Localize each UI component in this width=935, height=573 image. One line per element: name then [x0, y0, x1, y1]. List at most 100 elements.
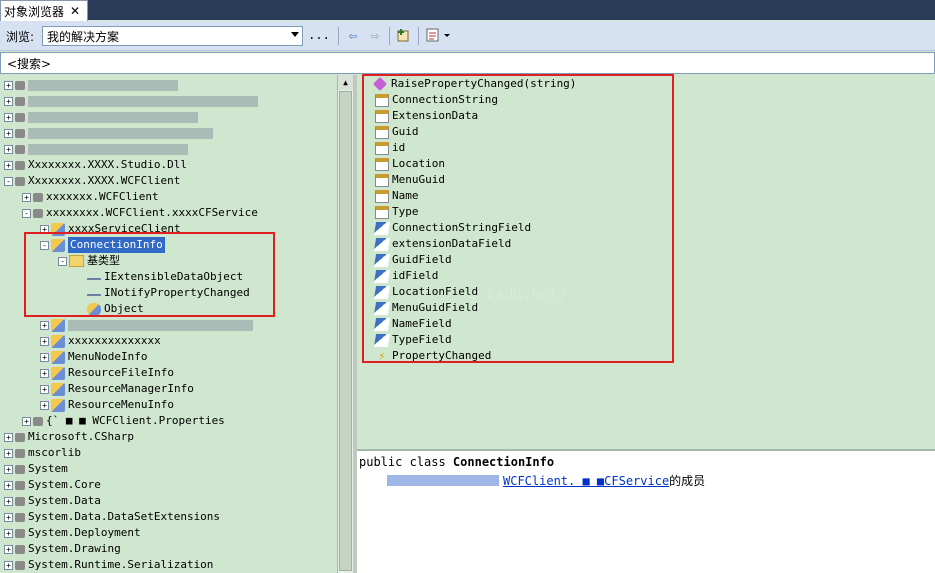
objects-scrollbar[interactable]: ▲: [337, 75, 353, 573]
tree-node[interactable]: +System.Core: [4, 477, 101, 493]
tree-node[interactable]: -Xxxxxxxx.XXXX.WCFClient: [4, 173, 180, 189]
tree-node[interactable]: +xxxxxxx.WCFClient: [22, 189, 159, 205]
member-item[interactable]: ⚡PropertyChanged: [375, 348, 491, 364]
expand-icon[interactable]: +: [4, 80, 13, 90]
tree-node[interactable]: +xxxxServiceClient: [40, 221, 181, 237]
member-item[interactable]: GuidField: [373, 252, 452, 268]
tree-node[interactable]: INotifyPropertyChanged: [76, 285, 250, 301]
expand-icon[interactable]: +: [4, 432, 13, 442]
expand-icon[interactable]: +: [40, 384, 49, 394]
collapse-icon[interactable]: -: [58, 256, 67, 266]
object-class-icon: [87, 302, 101, 316]
forward-arrow-icon[interactable]: ⇨: [370, 28, 380, 44]
chevron-down-icon[interactable]: [291, 32, 299, 37]
tree-node[interactable]: +: [4, 109, 198, 125]
expand-icon[interactable]: +: [4, 144, 13, 154]
expand-icon[interactable]: +: [22, 416, 31, 426]
tree-node[interactable]: +: [4, 141, 188, 157]
member-item[interactable]: ConnectionStringField: [373, 220, 531, 236]
expand-icon[interactable]: +: [40, 368, 49, 378]
member-label: Guid: [392, 125, 419, 138]
tree-node[interactable]: +mscorlib: [4, 445, 81, 461]
scroll-up-icon[interactable]: ▲: [338, 75, 353, 90]
member-item[interactable]: NameField: [373, 316, 452, 332]
tree-node[interactable]: +System.Deployment: [4, 525, 141, 541]
assembly-icon: [15, 448, 25, 458]
tree-node[interactable]: +Microsoft.CSharp: [4, 429, 134, 445]
member-item[interactable]: LocationField: [373, 284, 478, 300]
property-icon: [375, 109, 389, 123]
member-item[interactable]: Location: [375, 156, 445, 172]
tree-node-label: ResourceManagerInfo: [68, 382, 194, 395]
tree-node[interactable]: +: [4, 77, 178, 93]
back-arrow-icon[interactable]: ⇦: [348, 28, 358, 44]
tree-node[interactable]: -基类型: [58, 253, 120, 269]
member-item[interactable]: ExtensionData: [375, 108, 478, 124]
member-item[interactable]: Name: [375, 188, 419, 204]
pane-splitter[interactable]: [353, 75, 357, 573]
member-item[interactable]: MenuGuid: [375, 172, 445, 188]
namespace-link[interactable]: WCFClient. ■ ■CFService: [503, 473, 670, 488]
close-icon[interactable]: ✕: [70, 4, 81, 18]
tree-node[interactable]: +: [4, 125, 213, 141]
tree-node[interactable]: +: [4, 93, 258, 109]
expand-icon[interactable]: +: [4, 512, 13, 522]
tree-node[interactable]: +MenuNodeInfo: [40, 349, 147, 365]
tree-node[interactable]: +: [40, 317, 253, 333]
tree-node[interactable]: IExtensibleDataObject: [76, 269, 243, 285]
member-item[interactable]: MenuGuidField: [373, 300, 478, 316]
member-item[interactable]: Type: [375, 204, 419, 220]
expand-icon[interactable]: +: [40, 352, 49, 362]
tree-node[interactable]: Object: [76, 301, 144, 317]
search-input[interactable]: <搜索>: [0, 52, 935, 74]
member-item[interactable]: ConnectionString: [375, 92, 498, 108]
settings-dropdown-icon[interactable]: [424, 27, 454, 45]
member-item[interactable]: RaisePropertyChanged(string): [372, 76, 576, 92]
edit-custom-component-set-button[interactable]: ...: [308, 28, 330, 42]
expand-icon[interactable]: +: [4, 544, 13, 554]
expand-icon[interactable]: +: [4, 528, 13, 538]
assembly-icon: [15, 432, 25, 442]
add-reference-icon[interactable]: [394, 27, 412, 45]
expand-icon[interactable]: +: [4, 464, 13, 474]
tree-node[interactable]: +System: [4, 461, 68, 477]
expand-icon[interactable]: +: [4, 496, 13, 506]
collapse-icon[interactable]: -: [22, 208, 31, 218]
tree-node[interactable]: -ConnectionInfo: [40, 237, 165, 253]
collapse-icon[interactable]: -: [4, 176, 13, 186]
member-item[interactable]: extensionDataField: [373, 236, 511, 252]
tree-node[interactable]: + System.Data: [4, 493, 101, 509]
scroll-thumb[interactable]: [339, 91, 352, 571]
expand-icon[interactable]: +: [4, 112, 13, 122]
tree-node[interactable]: - xxxxxxxx.WCFClient.xxxxCFService: [22, 205, 258, 221]
tree-node[interactable]: +Xxxxxxxx.XXXX.Studio.Dll: [4, 157, 187, 173]
tree-node[interactable]: +ResourceFileInfo: [40, 365, 174, 381]
member-item[interactable]: idField: [373, 268, 438, 284]
expand-icon[interactable]: +: [4, 560, 13, 570]
expand-icon[interactable]: +: [4, 128, 13, 138]
expand-icon[interactable]: +: [40, 400, 49, 410]
tree-node[interactable]: + ResourceManagerInfo: [40, 381, 194, 397]
tree-node[interactable]: +ResourceMenuInfo: [40, 397, 174, 413]
member-item[interactable]: id: [375, 140, 405, 156]
member-item[interactable]: Guid: [375, 124, 419, 140]
tree-node-label: System.Data: [28, 494, 101, 507]
tree-node[interactable]: +xxxxxxxxxxxxxx: [40, 333, 161, 349]
expand-icon[interactable]: +: [22, 192, 31, 202]
tree-node-label: xxxxxxxx.WCFClient.xxxxCFService: [46, 206, 258, 219]
tab-object-browser[interactable]: 对象浏览器 ✕: [0, 0, 88, 21]
expand-icon[interactable]: +: [4, 160, 13, 170]
expand-icon[interactable]: +: [4, 448, 13, 458]
expand-icon[interactable]: +: [4, 96, 13, 106]
tree-node[interactable]: +System.Data.DataSetExtensions: [4, 509, 220, 525]
collapse-icon[interactable]: -: [40, 240, 49, 250]
browse-scope-dropdown[interactable]: 我的解决方案: [42, 26, 303, 46]
tree-node[interactable]: +System.Runtime.Serialization: [4, 557, 213, 573]
tree-node[interactable]: +{` ■ ■ WCFClient.Properties: [22, 413, 225, 429]
member-item[interactable]: TypeField: [373, 332, 452, 348]
expand-icon[interactable]: +: [4, 480, 13, 490]
member-of-line: WCFClient. ■ ■CFService 的成员: [387, 472, 705, 489]
expand-icon[interactable]: +: [40, 320, 49, 330]
expand-icon[interactable]: +: [40, 336, 49, 346]
tree-node[interactable]: +System.Drawing: [4, 541, 121, 557]
